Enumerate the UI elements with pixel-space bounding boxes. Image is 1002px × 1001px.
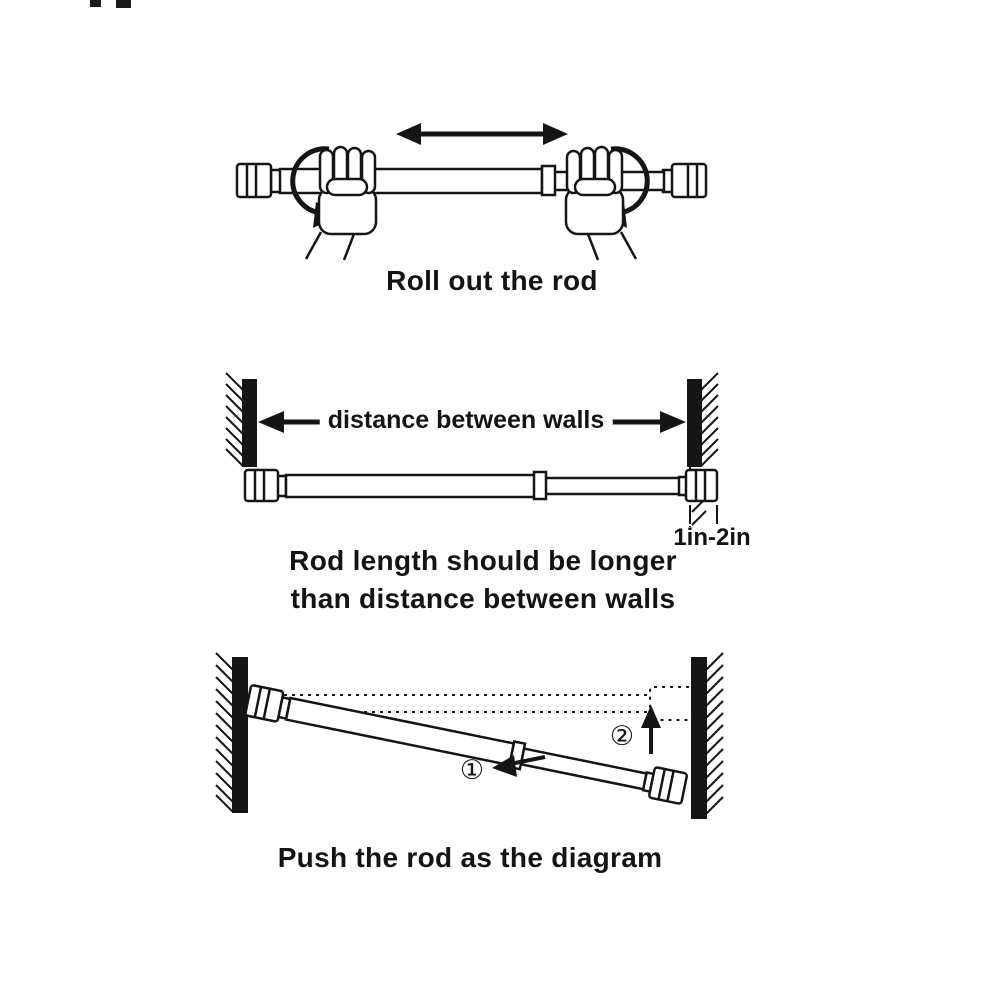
panel2-distance-diagram <box>225 372 719 527</box>
rod-angled <box>244 684 689 805</box>
tension-rod <box>235 162 708 199</box>
wall-left <box>215 652 248 813</box>
panel1-roll-out-diagram <box>235 123 708 261</box>
slide-double-arrow <box>396 123 568 145</box>
wall-left <box>225 372 257 467</box>
tension-rod <box>243 468 719 503</box>
distance-between-walls-label: distance between walls <box>319 406 613 435</box>
panel2-caption-line1: Rod length should be longer <box>289 545 677 576</box>
wall-right <box>687 372 719 527</box>
right-hand <box>564 145 638 261</box>
left-hand <box>304 145 378 261</box>
wall-right <box>691 652 724 819</box>
overlap-ticks <box>689 505 718 524</box>
step2-marker: ② <box>609 721 635 752</box>
push-arrow-step1 <box>492 755 546 777</box>
panel3-push-diagram <box>215 652 724 819</box>
crop-artifact <box>90 0 131 8</box>
overlap-label: 1in-2in <box>673 524 751 551</box>
step1-marker: ① <box>459 755 485 786</box>
panel3-caption: Push the rod as the diagram <box>277 842 663 873</box>
panel2-caption-line2: than distance between walls <box>290 583 676 614</box>
lift-arrow-step2 <box>641 705 661 754</box>
panel1-caption: Roll out the rod <box>386 265 598 296</box>
